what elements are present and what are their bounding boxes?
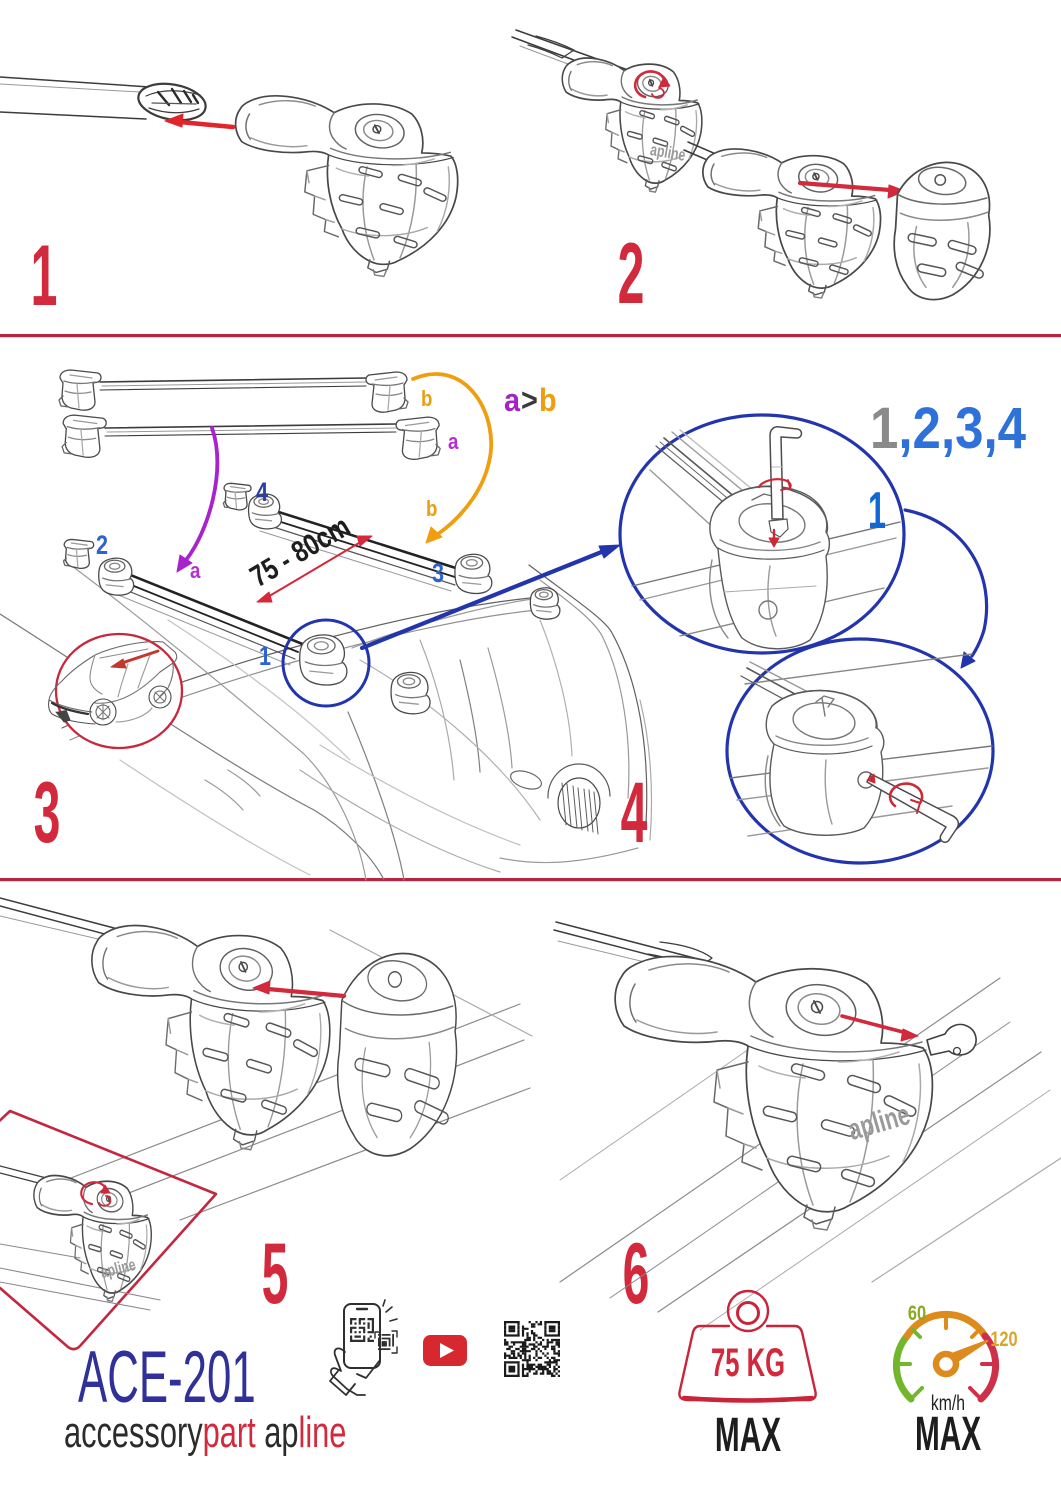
- svg-text:3: 3: [34, 764, 61, 860]
- svg-text:km/h: km/h: [931, 1391, 965, 1415]
- svg-text:60: 60: [908, 1301, 926, 1324]
- svg-text:a: a: [448, 431, 459, 455]
- svg-text:>: >: [521, 383, 538, 419]
- svg-text:a: a: [190, 560, 201, 584]
- svg-text:2: 2: [618, 225, 645, 321]
- svg-text:120: 120: [990, 1327, 1017, 1350]
- svg-text:1: 1: [259, 642, 271, 672]
- svg-text:1,2,3,4: 1,2,3,4: [870, 396, 1027, 461]
- svg-text:b: b: [539, 383, 557, 419]
- svg-text:1: 1: [31, 227, 58, 323]
- svg-text:b: b: [426, 498, 437, 522]
- svg-text:ACE-201: ACE-201: [78, 1337, 256, 1418]
- svg-text:5: 5: [262, 1225, 289, 1321]
- svg-text:MAX: MAX: [915, 1408, 981, 1461]
- svg-text:MAX: MAX: [715, 1409, 781, 1462]
- svg-text:a: a: [504, 383, 521, 419]
- svg-text:75 KG: 75 KG: [711, 1341, 785, 1385]
- svg-text:accessorypart apline: accessorypart apline: [64, 1409, 346, 1458]
- svg-text:4: 4: [256, 478, 268, 508]
- svg-text:1: 1: [868, 482, 886, 540]
- svg-text:3: 3: [432, 559, 444, 589]
- svg-text:b: b: [421, 388, 432, 412]
- svg-text:2: 2: [96, 531, 108, 561]
- svg-text:4: 4: [621, 764, 648, 860]
